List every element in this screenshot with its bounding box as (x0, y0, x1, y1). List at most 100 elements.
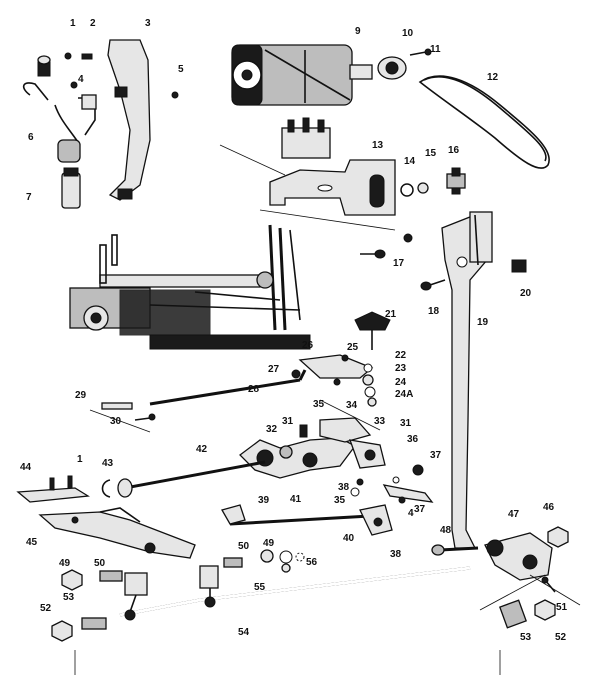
part-label-19: 19 (477, 317, 489, 328)
part-label-13: 13 (372, 140, 384, 151)
part-label-32: 32 (266, 424, 278, 435)
motor-pulley (377, 48, 432, 80)
part-label-1-2: 1 (77, 454, 83, 465)
part-label-12: 12 (487, 72, 499, 83)
part-label-40: 40 (343, 533, 355, 544)
part-label-49-2: 49 (263, 538, 275, 549)
motor-belt (418, 75, 550, 169)
part-label-45: 45 (26, 537, 38, 548)
part-label-31-2: 31 (400, 418, 412, 429)
part-label-9: 9 (355, 26, 361, 37)
nut-52-right (534, 599, 556, 621)
screw-51 (541, 576, 556, 593)
part-label-3: 3 (145, 18, 151, 29)
spring-53-right (499, 599, 527, 629)
part-label-1: 1 (70, 18, 76, 29)
nut (417, 182, 429, 194)
spring-50-left (99, 570, 123, 582)
feed-cam-assembly (239, 399, 434, 504)
part-label-11: 11 (430, 44, 441, 55)
part-label-30: 30 (110, 416, 122, 427)
part-label-31: 31 (282, 416, 294, 427)
part-label-33: 33 (374, 416, 386, 427)
part-label-41: 41 (290, 494, 302, 505)
spring-50-mid (223, 557, 243, 568)
part-label-54: 54 (238, 627, 250, 638)
part-label-49: 49 (59, 558, 71, 569)
part-label-37: 37 (430, 450, 442, 461)
part-label-18: 18 (428, 306, 440, 317)
bracket-screw (360, 233, 413, 259)
part-label-24a: 24A (395, 389, 413, 400)
part-label-34: 34 (346, 400, 358, 411)
face-plate (107, 39, 179, 201)
part-label-28: 28 (248, 384, 260, 395)
part-label-25: 25 (347, 342, 359, 353)
shaft-bracket (431, 532, 553, 581)
part-label-37-2: 37 (414, 504, 426, 515)
part-label-39: 39 (258, 495, 270, 506)
motor-bracket (219, 117, 396, 231)
part-label-35-2: 35 (334, 495, 346, 506)
feed-shaft (221, 504, 393, 536)
part-label-10: 10 (402, 28, 414, 39)
part-label-22: 22 (395, 350, 407, 361)
part-label-23: 23 (395, 363, 407, 374)
stitch-control (298, 311, 391, 407)
clip-56 (295, 552, 305, 562)
part-label-29: 29 (75, 390, 87, 401)
rocker-arm (38, 507, 196, 559)
spring-53-left (81, 617, 107, 630)
part-label-24: 24 (395, 377, 407, 388)
nut-49-mid (260, 549, 274, 563)
part-label-27: 27 (268, 364, 280, 375)
washer-55 (279, 550, 293, 573)
part-label-4-2: 4 (408, 508, 414, 519)
part-label-38: 38 (338, 482, 350, 493)
part-label-38-2: 38 (390, 549, 402, 560)
part-label-26: 26 (302, 340, 314, 351)
part-label-16: 16 (448, 145, 460, 156)
part-label-52: 52 (40, 603, 52, 614)
part-label-5: 5 (178, 64, 184, 75)
part-label-6: 6 (28, 132, 34, 143)
part-label-55: 55 (254, 582, 266, 593)
nut-46 (547, 526, 569, 548)
feed-mechanism (69, 224, 311, 350)
feed-dog-plate (16, 475, 90, 503)
connecting-rod (89, 369, 307, 433)
nut-49-left (61, 569, 83, 591)
motor (231, 44, 373, 106)
washer (400, 183, 414, 197)
part-label-48: 48 (440, 525, 452, 536)
part-label-53: 53 (63, 592, 75, 603)
part-label-2: 2 (90, 18, 96, 29)
part-label-47: 47 (508, 509, 520, 520)
bushing (446, 167, 466, 195)
part-label-42: 42 (196, 444, 208, 455)
retaining-clip (101, 479, 111, 498)
part-label-14: 14 (404, 156, 416, 167)
part-label-21: 21 (385, 309, 397, 320)
part-label-51: 51 (556, 602, 568, 613)
part-label-56: 56 (306, 557, 318, 568)
part-label-53-2: 53 (520, 632, 532, 643)
feed-rod (117, 460, 266, 498)
part-label-17: 17 (393, 258, 405, 269)
part-label-50: 50 (94, 558, 106, 569)
part-label-4: 4 (78, 74, 84, 85)
part-label-44: 44 (20, 462, 32, 473)
part-label-35: 35 (313, 399, 325, 410)
part-label-15: 15 (425, 148, 437, 159)
part-label-52-2: 52 (555, 632, 567, 643)
part-label-36: 36 (407, 434, 419, 445)
part-label-43: 43 (102, 458, 114, 469)
nut-52-left (51, 620, 73, 642)
main-shaft (119, 565, 471, 621)
knee-lever (420, 211, 527, 549)
part-label-20: 20 (520, 288, 532, 299)
part-label-7: 7 (26, 192, 32, 203)
part-label-46: 46 (543, 502, 555, 513)
